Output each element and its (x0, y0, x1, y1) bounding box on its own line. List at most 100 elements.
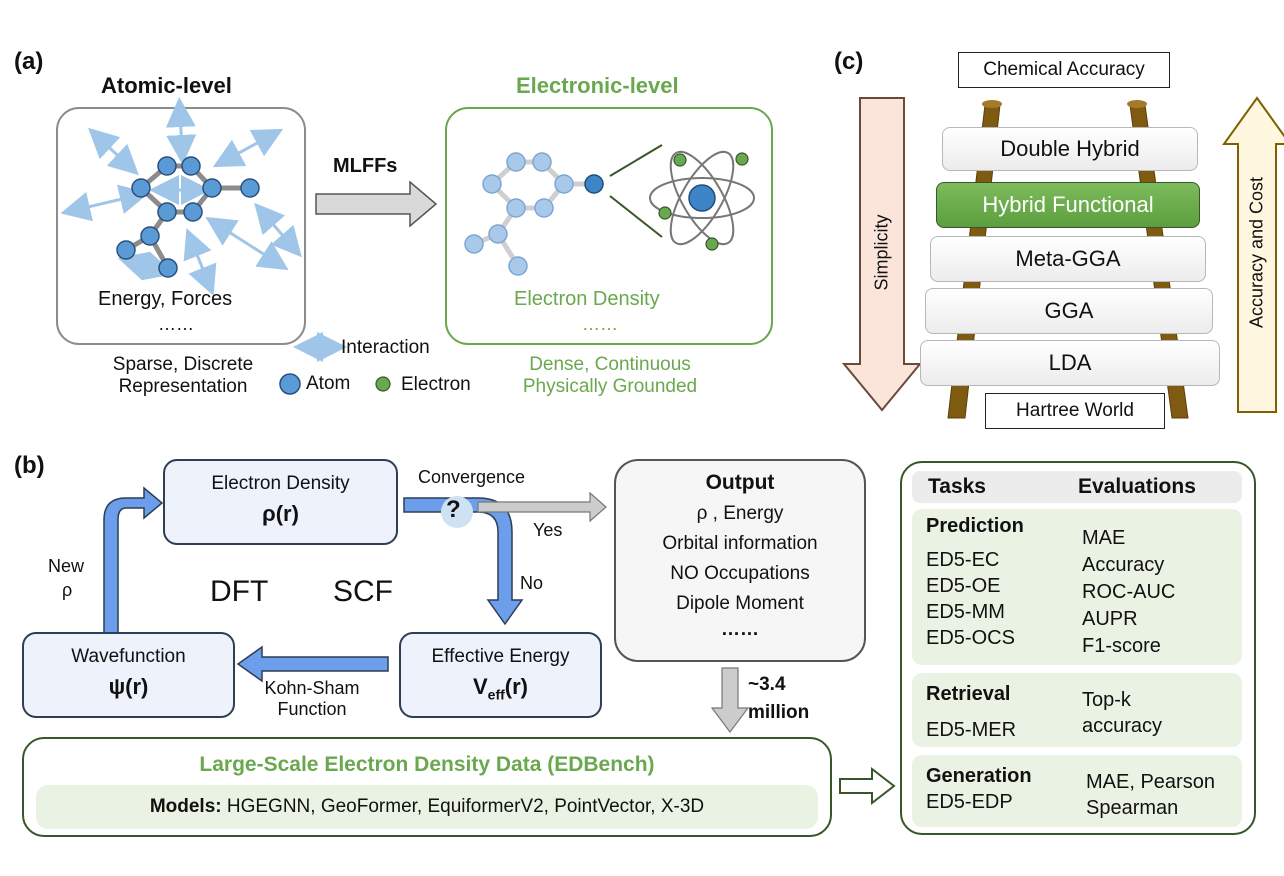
electronic-caption: Electron Density (514, 288, 660, 310)
bench-to-tasks-arrow (839, 766, 896, 806)
generation-title: Generation (926, 765, 1032, 787)
orbit-electrons (658, 152, 749, 251)
electronic-box (445, 107, 773, 345)
retrieval-title: Retrieval (926, 683, 1011, 705)
prediction-eval: ROC-AUC (1082, 581, 1176, 603)
kohn-sham-arrow (236, 645, 389, 683)
generation-eval: MAE, Pearson (1086, 771, 1215, 793)
density-title: Electron Density (211, 473, 350, 494)
zoom-line-top (609, 144, 663, 177)
density-formula: ρ(r) (262, 501, 299, 526)
kohn-sham-label-1: Kohn-Sham (264, 678, 360, 698)
electron-density-box: Electron Density ρ(r) (163, 459, 398, 545)
output-item: Orbital information (662, 533, 818, 554)
models-list: HGEGNN, GeoFormer, EquiformerV2, PointVe… (226, 796, 705, 817)
models-row: Models: HGEGNN, GeoFormer, EquiformerV2,… (36, 785, 818, 829)
prediction-eval: AUPR (1082, 608, 1138, 630)
output-item: ρ , Energy (696, 503, 784, 524)
atomic-caption: Energy, Forces (98, 288, 233, 310)
output-box: Output ρ , Energy Orbital information NO… (614, 459, 866, 662)
electronic-atoms (464, 152, 574, 276)
simplicity-label: Simplicity (871, 214, 892, 291)
electronic-dots: …… (582, 314, 618, 334)
question-mark: ? (446, 496, 461, 523)
interaction-arrows (60, 97, 302, 296)
kohn-sham-label-2: Function (277, 699, 347, 719)
legend-electron-icon (375, 376, 391, 392)
generation-task: ED5-EDP (926, 791, 1013, 813)
eff-formula: Veff(r) (401, 674, 600, 702)
models-label: Models: (149, 796, 222, 817)
wave-title: Wavefunction (71, 646, 186, 667)
atom-nucleus (688, 184, 716, 212)
header-tasks: Tasks (928, 475, 986, 498)
prediction-title: Prediction (926, 515, 1024, 537)
legend-atom-icon (279, 373, 301, 395)
tasks-header: Tasks Evaluations (912, 471, 1242, 503)
effective-energy-box: Effective Energy Veff(r) (399, 632, 602, 718)
rung-gga: GGA (925, 288, 1213, 334)
rung-double-hybrid: Double Hybrid (942, 127, 1198, 171)
scale-label-2: million (748, 702, 810, 723)
wave-formula: ψ(r) (108, 674, 149, 699)
prediction-task: ED5-OCS (926, 627, 1015, 649)
output-item: NO Occupations (670, 563, 810, 584)
retrieval-eval: accuracy (1082, 715, 1163, 737)
accuracy-arrow (1222, 96, 1284, 413)
prediction-eval: Accuracy (1082, 554, 1165, 576)
legend-interaction-label: Interaction (341, 337, 430, 358)
question-circle (441, 496, 473, 528)
rung-lda: LDA (920, 340, 1220, 386)
retrieval-task: ED5-MER (926, 719, 1017, 741)
header-evaluations: Evaluations (1078, 475, 1196, 498)
scale-arrow (710, 667, 750, 733)
prediction-section: Prediction ED5-EC ED5-OE ED5-MM ED5-OCS … (912, 509, 1242, 665)
retrieval-section: Retrieval ED5-MER Top-k accuracy (912, 673, 1242, 747)
eff-formula-tail: (r) (504, 674, 529, 699)
prediction-eval: F1-score (1082, 635, 1161, 657)
legend-atom-label: Atom (306, 373, 351, 394)
convergence-label: Convergence (418, 467, 526, 487)
generation-eval: Spearman (1086, 797, 1179, 819)
simplicity-arrow (841, 97, 923, 412)
focus-atom (584, 174, 604, 194)
generation-section: Generation ED5-EDP MAE, Pearson Spearman (912, 755, 1242, 827)
eff-formula-sub: eff (487, 686, 505, 703)
prediction-eval: MAE (1082, 527, 1126, 549)
new-rho-label-1: New (48, 556, 85, 576)
rung-hybrid-functional: Hybrid Functional (936, 182, 1200, 228)
prediction-task: ED5-MM (926, 601, 1005, 623)
dft-label: DFT (210, 575, 269, 608)
hartree-world-box: Hartree World (985, 393, 1165, 429)
eff-formula-main: V (472, 674, 488, 699)
legend-electron-label: Electron (401, 374, 471, 395)
chemical-accuracy-box: Chemical Accuracy (958, 52, 1170, 88)
right-desc-1: Dense, Continuous (529, 354, 691, 375)
prediction-task: ED5-EC (926, 549, 1000, 571)
edbench-box: Large-Scale Electron Density Data (EDBen… (22, 737, 832, 837)
right-desc-2: Physically Grounded (522, 376, 698, 397)
output-item: Dipole Moment (676, 593, 804, 614)
eff-title: Effective Energy (431, 646, 570, 667)
new-rho-label-2: ρ (62, 580, 73, 600)
edbench-title: Large-Scale Electron Density Data (EDBen… (199, 753, 655, 776)
new-rho-arrow (103, 486, 164, 649)
retrieval-eval: Top-k (1082, 689, 1131, 711)
atomic-title: Atomic-level (101, 73, 232, 98)
scf-label: SCF (333, 575, 393, 608)
atomic-dots: …… (158, 314, 194, 334)
output-title: Output (705, 471, 775, 494)
output-item: …… (721, 619, 759, 640)
tasks-panel: Tasks Evaluations Prediction ED5-EC ED5-… (900, 461, 1256, 835)
atomic-atoms (116, 156, 260, 278)
zoom-line-bottom (609, 195, 663, 238)
mlffs-label: MLFFs (333, 155, 398, 177)
mlffs-arrow (315, 180, 438, 228)
left-desc-2: Representation (118, 376, 248, 397)
yes-arrow (477, 491, 607, 523)
rung-meta-gga: Meta-GGA (930, 236, 1206, 282)
prediction-task: ED5-OE (926, 575, 1001, 597)
scale-label-1: ~3.4 (748, 674, 786, 695)
no-label: No (520, 573, 544, 593)
